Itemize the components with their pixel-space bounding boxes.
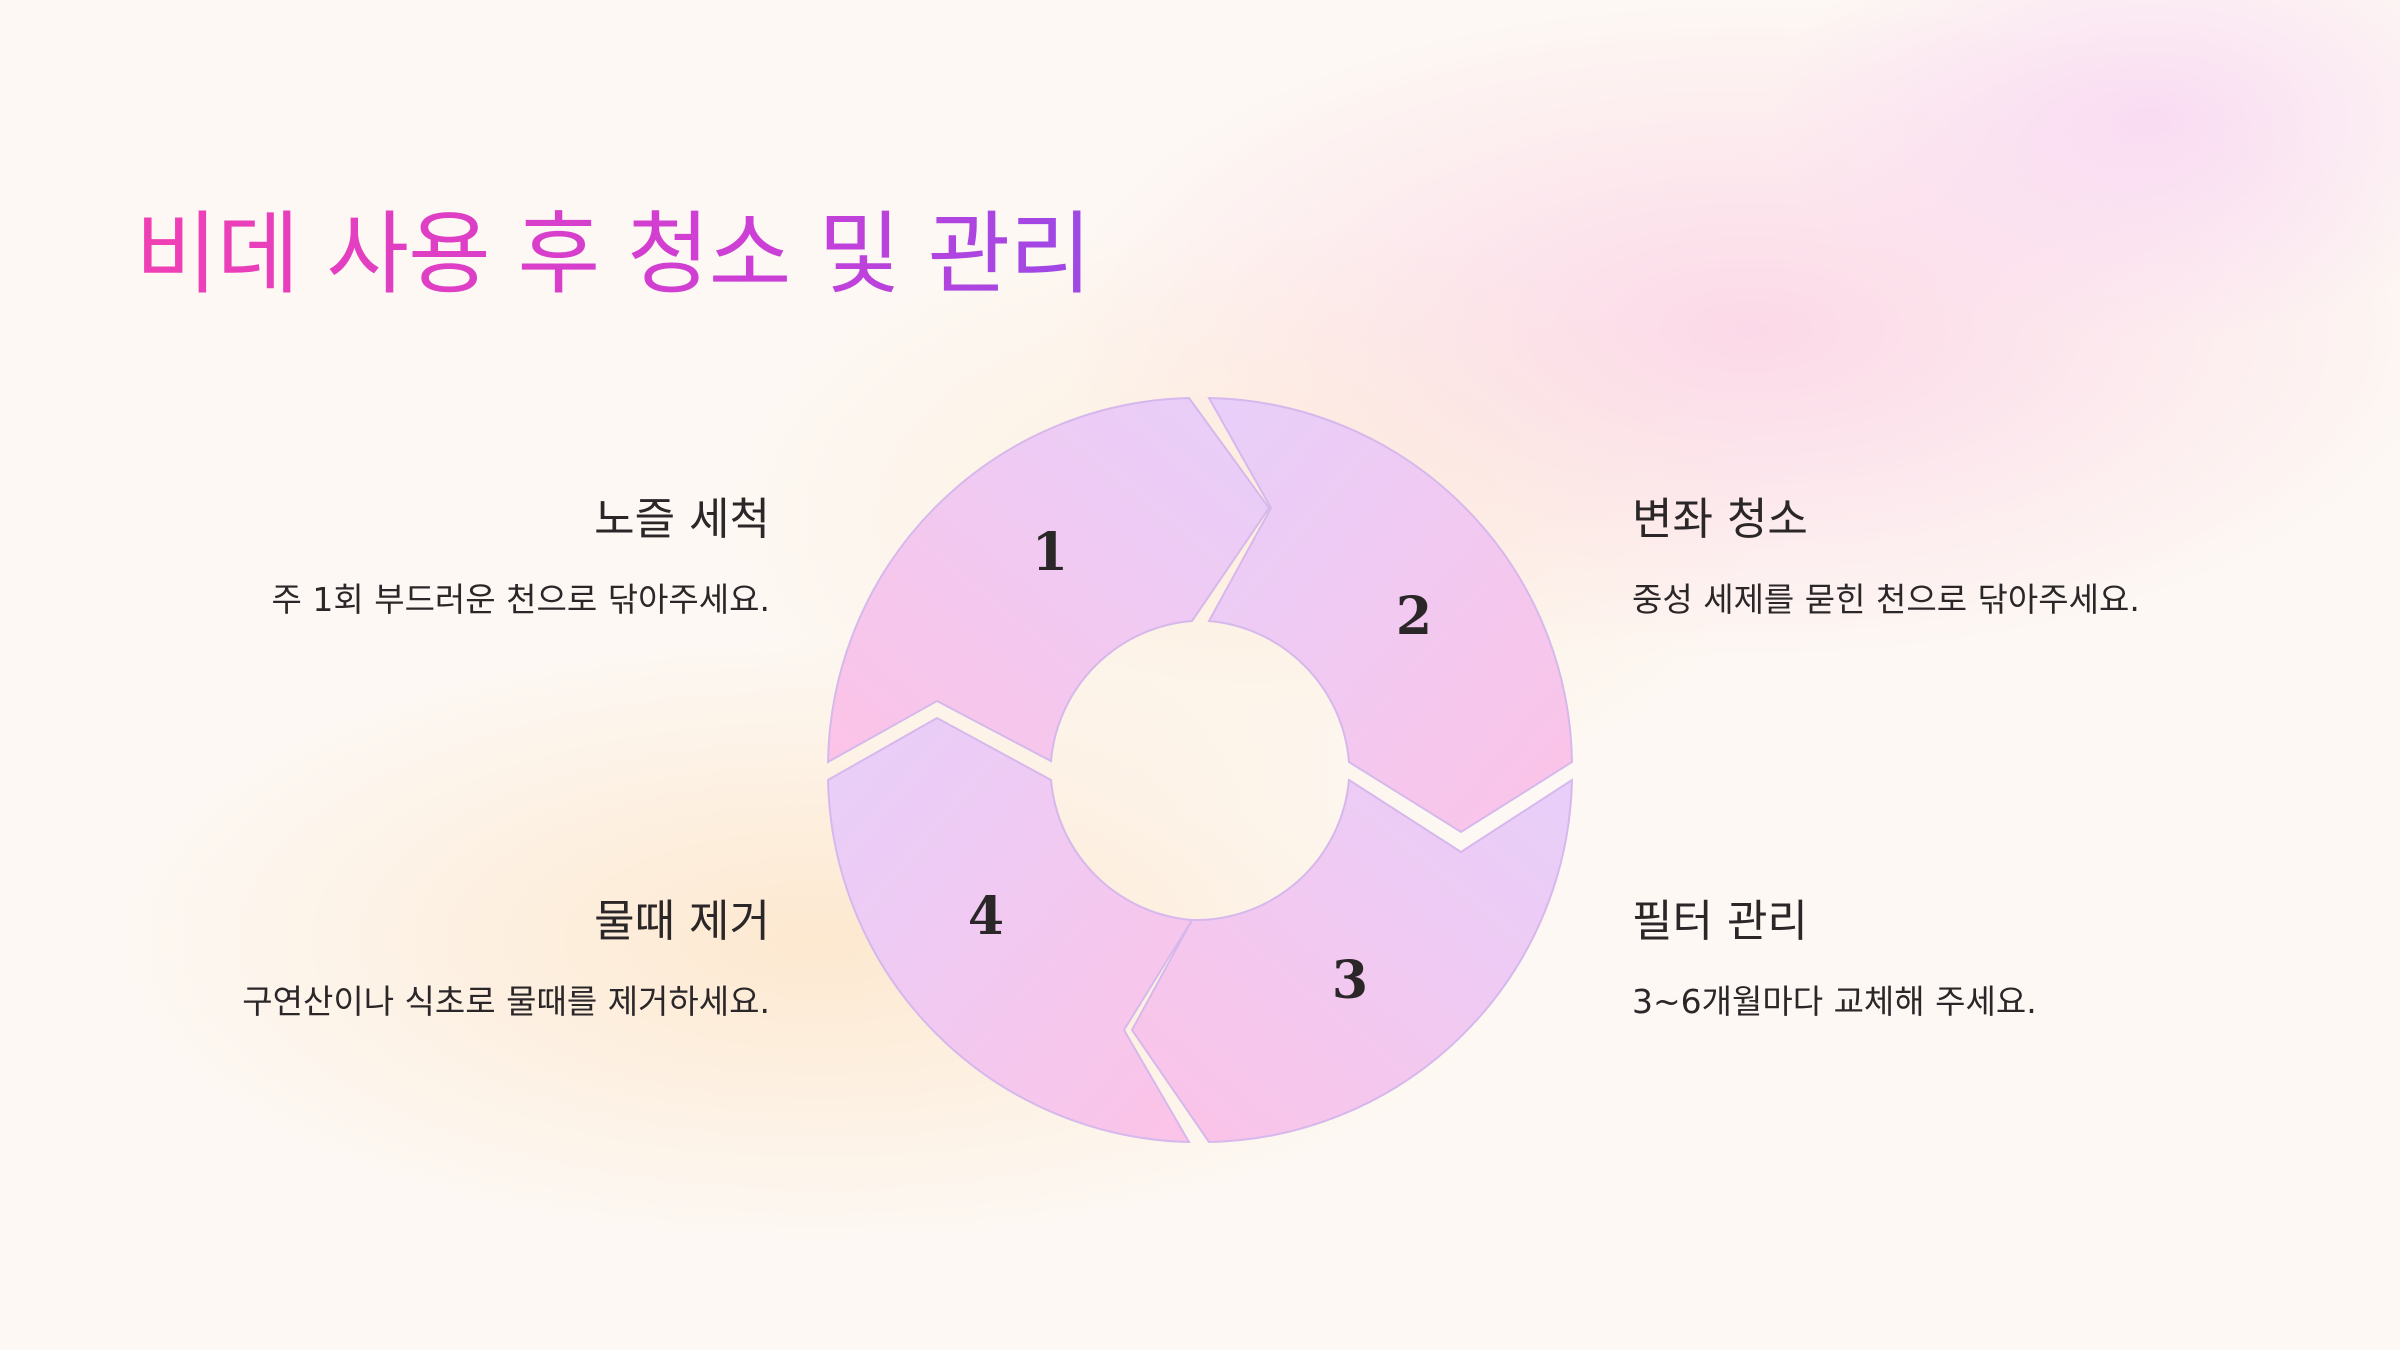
step-desc-3: 3~6개월마다 교체해 주세요. (1632, 982, 2037, 1021)
step-card-2: 변좌 청소 중성 세제를 묻힌 천으로 닦아주세요. (1632, 492, 2332, 622)
step-title-2: 변좌 청소 (1632, 494, 1808, 545)
page-title: 비데 사용 후 청소 및 관리 (135, 200, 1092, 310)
cycle-segment-2 (1207, 396, 1574, 834)
cycle-segment-3 (1130, 778, 1574, 1144)
step-desc-1: 주 1회 부드러운 천으로 닦아주세요. (271, 580, 770, 619)
step-card-1: 노즐 세척 주 1회 부드러운 천으로 닦아주세요. (70, 492, 770, 622)
step-number-3: 3 (1332, 950, 1368, 1011)
step-title-1: 노즐 세척 (594, 494, 770, 545)
step-card-4: 물때 제거 구연산이나 식초로 물때를 제거하세요. (70, 894, 770, 1024)
step-card-3: 필터 관리 3~6개월마다 교체해 주세요. (1632, 894, 2332, 1024)
step-number-4: 4 (968, 886, 1004, 947)
step-title-4: 물때 제거 (594, 896, 770, 947)
step-number-2: 2 (1396, 586, 1432, 647)
step-number-1: 1 (1032, 522, 1068, 583)
cycle-segment-1 (826, 396, 1271, 764)
step-desc-2: 중성 세제를 묻힌 천으로 닦아주세요. (1632, 580, 2140, 619)
cycle-segment-4 (826, 716, 1194, 1144)
step-desc-4: 구연산이나 식초로 물때를 제거하세요. (242, 982, 770, 1021)
step-title-3: 필터 관리 (1632, 896, 1808, 947)
